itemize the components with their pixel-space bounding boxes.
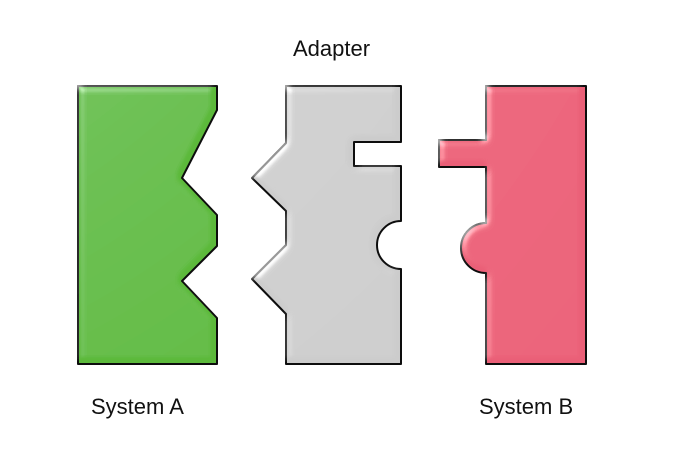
system-a-label: System A — [91, 394, 184, 419]
adapter-piece — [251, 85, 402, 365]
adapter-label: Adapter — [293, 36, 371, 61]
system-b-piece — [438, 85, 587, 365]
system-b-label: System B — [479, 394, 574, 419]
system-a-piece — [77, 85, 218, 365]
